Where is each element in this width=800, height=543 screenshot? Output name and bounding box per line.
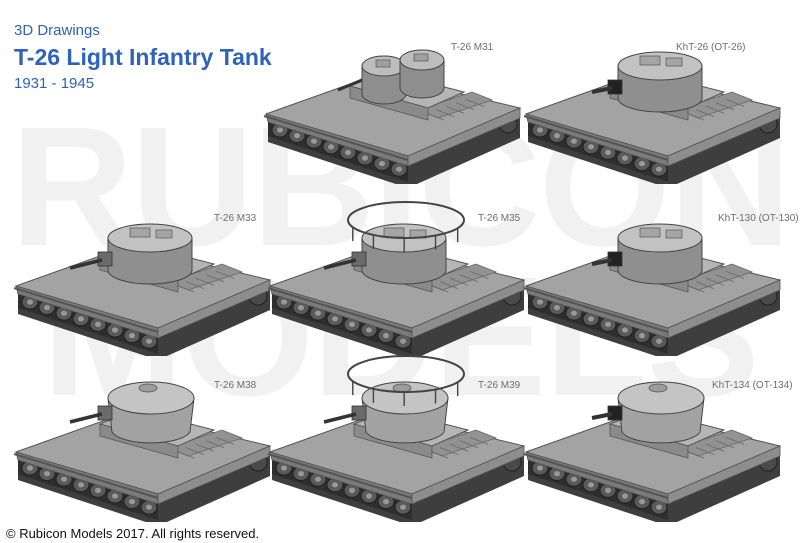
tank-label: T-26 M33: [214, 213, 257, 224]
page-title: T-26 Light Infantry Tank: [14, 44, 272, 70]
copyright-notice: © Rubicon Models 2017. All rights reserv…: [6, 526, 260, 541]
radio-tank-icon: [267, 201, 526, 356]
tank-label: KhT-26 (OT-26): [676, 42, 746, 53]
tank-icon: [13, 381, 272, 522]
tank-drawing-kht-26: [518, 16, 786, 184]
flamethrower-tank-icon: [523, 223, 782, 356]
tank-drawing-kht-130: [518, 188, 786, 356]
tank-drawing-t26-m39: [262, 354, 530, 522]
flamethrower-tank-icon: [523, 51, 782, 184]
header-subtitle: 3D Drawings: [14, 22, 100, 39]
tank-label: T-26 M39: [478, 380, 521, 391]
header: 3D Drawings T-26 Light Infantry Tank 193…: [14, 22, 272, 94]
tank-label: T-26 M35: [478, 213, 521, 224]
tank-label: KhT-134 (OT-134): [712, 380, 793, 391]
header-years: 1931 - 1945: [14, 75, 95, 92]
radio-tank-icon: [267, 355, 526, 522]
tank-label: KhT-130 (OT-130): [718, 213, 799, 224]
tank-label: T-26 M38: [214, 380, 257, 391]
tank-drawing-t26-m33: [8, 188, 276, 356]
tank-drawing-t26-m31: [258, 16, 526, 184]
tank-label: T-26 M31: [451, 42, 494, 53]
tank-drawing-kht-134: [518, 354, 786, 522]
twin-turret-tank-icon: [263, 49, 522, 184]
tank-drawing-t26-m35: [262, 188, 530, 356]
tank-drawing-t26-m38: [8, 354, 276, 522]
tank-icon: [13, 223, 272, 356]
flamethrower-tank-icon: [523, 381, 782, 522]
